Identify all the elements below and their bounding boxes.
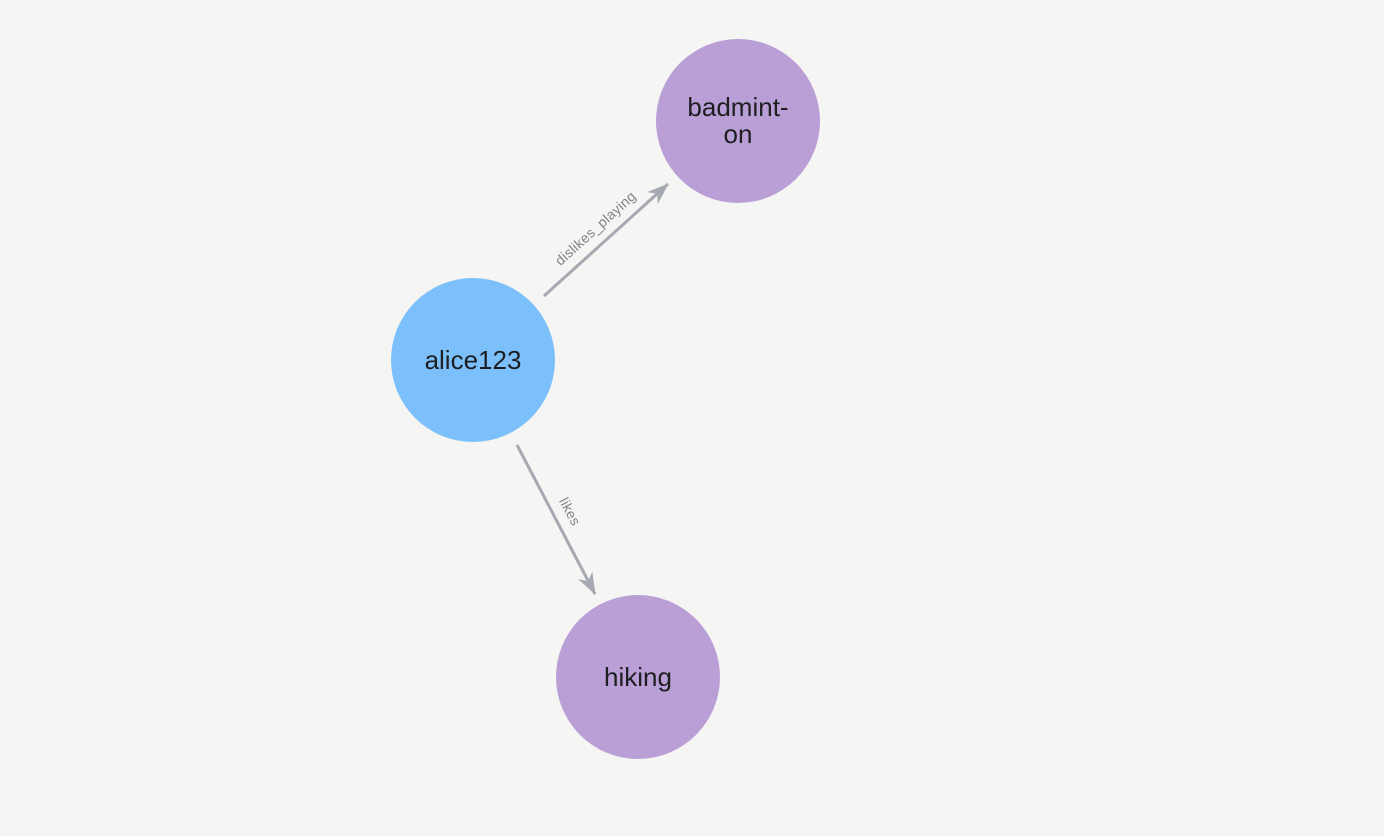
- node-alice123[interactable]: alice123: [391, 278, 555, 442]
- node-circle-badminton[interactable]: [656, 39, 820, 203]
- node-badminton[interactable]: badmint-on: [656, 39, 820, 203]
- node-circle-hiking[interactable]: [556, 595, 720, 759]
- node-circle-alice123[interactable]: [391, 278, 555, 442]
- edge-line-likes[interactable]: [515, 444, 597, 595]
- edge-line-dislikes-playing[interactable]: [542, 182, 670, 298]
- node-hiking[interactable]: hiking: [556, 595, 720, 759]
